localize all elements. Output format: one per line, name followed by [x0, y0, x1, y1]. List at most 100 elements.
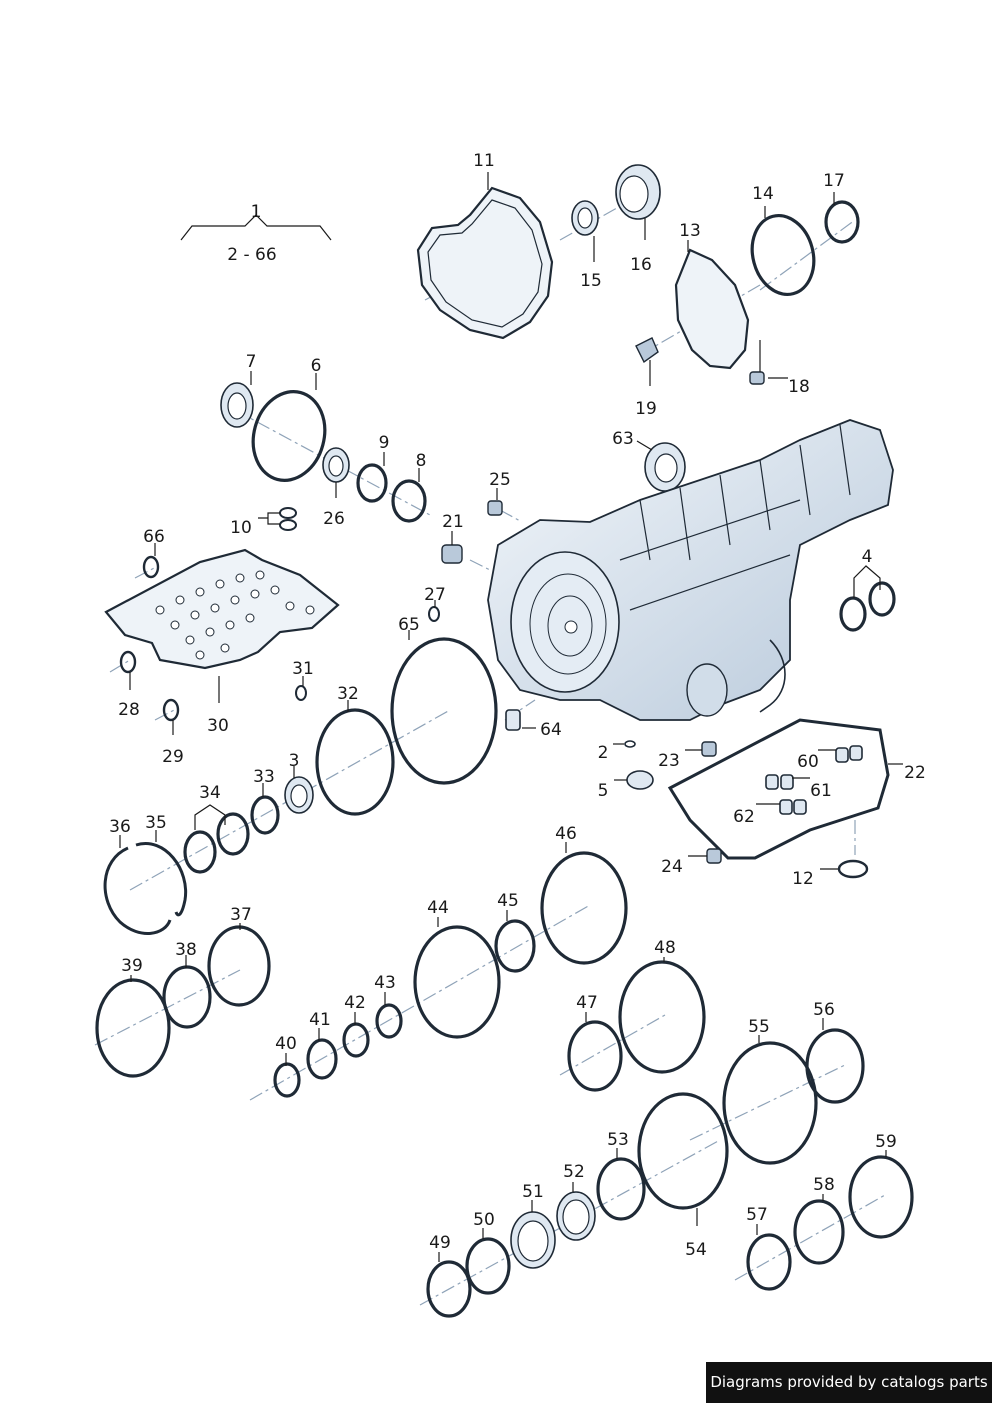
ring-54 — [637, 1092, 729, 1210]
filter-62a — [779, 799, 793, 815]
callout-47: 47 — [576, 993, 598, 1013]
callout-7: 7 — [246, 352, 257, 372]
assembly-axes — [94, 194, 886, 1306]
footer-credit: Diagrams provided by catalogs parts — [706, 1362, 992, 1403]
plate-30 — [104, 548, 340, 670]
callout-58: 58 — [813, 1175, 835, 1195]
seal-51-inner — [517, 1220, 549, 1262]
ring-12 — [837, 859, 869, 879]
callout-27: 27 — [424, 585, 446, 605]
plate-30-holes — [155, 570, 315, 660]
ring-8 — [391, 479, 427, 523]
callout-5: 5 — [598, 781, 609, 801]
callout-38: 38 — [175, 940, 197, 960]
callout-65: 65 — [398, 615, 420, 635]
callout-33: 33 — [253, 767, 275, 787]
callout-10: 10 — [230, 518, 252, 538]
callout-34: 34 — [199, 783, 221, 803]
callout-31: 31 — [292, 659, 314, 679]
callout-50: 50 — [473, 1210, 495, 1230]
callout-6: 6 — [311, 356, 322, 376]
seal-16-inner — [619, 175, 649, 213]
ring-42 — [342, 1022, 370, 1058]
callout-48: 48 — [654, 938, 676, 958]
ring-38 — [162, 965, 212, 1029]
ring-17 — [824, 200, 860, 244]
callout-28: 28 — [118, 700, 140, 720]
ring-46 — [540, 851, 628, 965]
seal-3-inner — [290, 784, 308, 808]
callout-16: 16 — [630, 255, 652, 275]
callout-60: 60 — [797, 752, 819, 772]
callout-62: 62 — [733, 807, 755, 827]
callout-37: 37 — [230, 905, 252, 925]
ring-2 — [624, 740, 636, 748]
filter-62b — [793, 799, 807, 815]
leader-lines — [119, 172, 903, 1262]
filter-60a — [835, 747, 849, 763]
callout-14: 14 — [752, 184, 774, 204]
callout-55: 55 — [748, 1017, 770, 1037]
callout-17: 17 — [823, 171, 845, 191]
ring-31 — [295, 685, 307, 701]
filter-60b — [849, 745, 863, 761]
callout-9: 9 — [379, 433, 390, 453]
filter-61b — [780, 774, 794, 790]
callout-49: 49 — [429, 1233, 451, 1253]
callout-4: 4 — [862, 547, 873, 567]
callout-15: 15 — [580, 271, 602, 291]
callout-45: 45 — [497, 891, 519, 911]
ring-53 — [596, 1157, 646, 1221]
ring-32 — [315, 708, 395, 816]
gasket-11-inner — [427, 199, 543, 328]
ring-59 — [848, 1155, 914, 1239]
ring-41 — [306, 1038, 338, 1080]
filter-61a — [765, 774, 779, 790]
callout-24: 24 — [661, 857, 683, 877]
callout-42: 42 — [344, 993, 366, 1013]
transmission-housing — [487, 419, 894, 721]
group-number-label: 1 — [251, 202, 262, 222]
plug-23 — [701, 741, 717, 757]
plug-24 — [706, 848, 722, 864]
callout-26: 26 — [323, 509, 345, 529]
callout-35: 35 — [145, 813, 167, 833]
callout-12: 12 — [792, 869, 814, 889]
seal-26-inner — [328, 455, 344, 477]
ring-44 — [413, 925, 501, 1039]
plug-25 — [487, 500, 503, 516]
callout-30: 30 — [207, 716, 229, 736]
callout-51: 51 — [522, 1182, 544, 1202]
callout-11: 11 — [473, 151, 495, 171]
ring-55 — [722, 1041, 818, 1165]
oil-pan-gasket-22 — [667, 718, 890, 860]
callout-66: 66 — [143, 527, 165, 547]
seal-15-inner — [577, 207, 593, 229]
ring-50 — [465, 1237, 511, 1295]
callout-59: 59 — [875, 1132, 897, 1152]
ring-4b — [868, 581, 896, 617]
sleeve-64 — [505, 709, 521, 731]
ring-9 — [356, 463, 388, 503]
ring-43 — [375, 1003, 403, 1039]
seal-7-inner — [227, 392, 247, 420]
plug-19 — [635, 337, 659, 364]
callout-32: 32 — [337, 684, 359, 704]
ring-37 — [207, 925, 271, 1007]
callout-13: 13 — [679, 221, 701, 241]
callout-64: 64 — [540, 720, 562, 740]
callout-43: 43 — [374, 973, 396, 993]
callout-46: 46 — [555, 824, 577, 844]
ring-65 — [390, 637, 498, 785]
ring-39 — [95, 978, 171, 1078]
ring-47 — [567, 1020, 623, 1092]
callout-18: 18 — [788, 377, 810, 397]
oring-10b — [279, 519, 297, 531]
callout-8: 8 — [416, 451, 427, 471]
ring-66 — [142, 555, 160, 579]
oring-10a — [279, 507, 297, 519]
snapring-36 — [103, 846, 172, 936]
callout-54: 54 — [685, 1240, 707, 1260]
group-range-label: 2 - 66 — [227, 245, 276, 265]
